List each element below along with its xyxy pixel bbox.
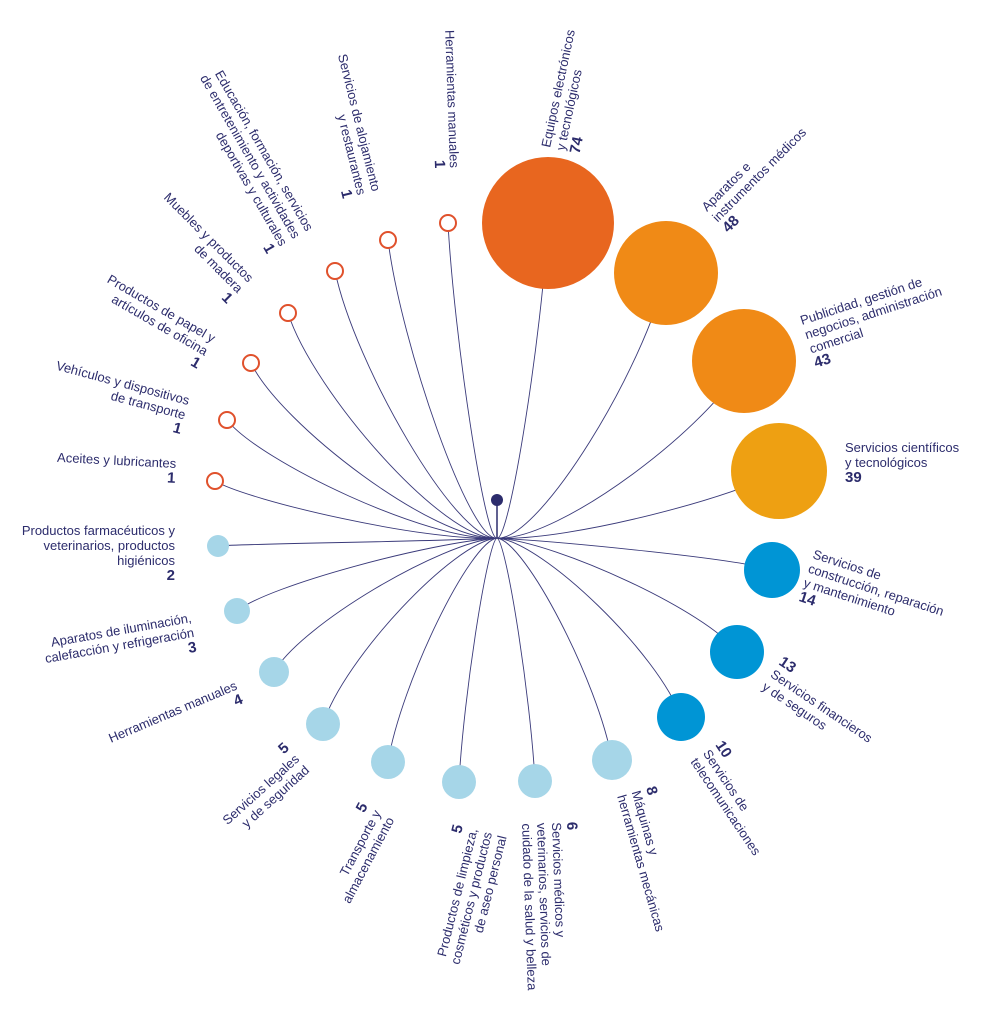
connector-line xyxy=(387,239,498,539)
value-label: 1 xyxy=(218,289,236,307)
value-label: 3 xyxy=(187,639,198,657)
value-label: 13 xyxy=(776,653,799,676)
value-label: 1 xyxy=(167,470,176,487)
bubble xyxy=(744,542,800,598)
category-label: Aceites y lubricantes xyxy=(57,450,177,471)
value-label: 1 xyxy=(188,354,204,373)
connector-line xyxy=(226,419,498,539)
category-label: higiénicos xyxy=(117,553,175,568)
bubble xyxy=(259,657,289,687)
bubble xyxy=(218,411,236,429)
value-label: 1 xyxy=(171,419,183,438)
value-label: 4 xyxy=(231,691,246,710)
value-label: 14 xyxy=(797,588,819,610)
connector-line xyxy=(447,222,498,539)
hub-dot xyxy=(491,494,503,506)
connector-line xyxy=(273,537,498,673)
bubble xyxy=(710,625,764,679)
value-label: 43 xyxy=(812,350,833,371)
category-label: cuidado de la salud y belleza xyxy=(519,823,540,991)
connector-line xyxy=(287,312,498,539)
bubble xyxy=(306,707,340,741)
category-label: de entretenimiento y actividades xyxy=(197,72,303,241)
category-label: veterinarios, productos xyxy=(43,538,175,553)
category-label: Herramientas manuales xyxy=(106,678,239,746)
category-label: Servicios médicos y xyxy=(549,822,568,938)
bubble xyxy=(207,535,229,557)
connector-line xyxy=(236,537,498,612)
bubble xyxy=(482,157,614,289)
value-label: 10 xyxy=(712,738,735,761)
bubble xyxy=(442,765,476,799)
connector-line xyxy=(322,537,498,725)
bubble xyxy=(242,354,260,372)
bubble xyxy=(224,598,250,624)
bubble xyxy=(279,304,297,322)
bubble xyxy=(614,221,718,325)
connector-line xyxy=(250,362,498,539)
connector-line xyxy=(496,537,682,718)
connector-line xyxy=(387,537,498,763)
bubble xyxy=(439,214,457,232)
connector-line xyxy=(496,537,738,653)
value-label: 1 xyxy=(431,160,448,169)
category-label: veterinarios, servicios de xyxy=(534,823,554,966)
bubble xyxy=(657,693,705,741)
connector-line xyxy=(458,537,498,783)
category-label: instrumentos médicos xyxy=(709,124,809,224)
category-label: Herramientas manuales xyxy=(442,30,462,169)
bubble xyxy=(371,745,405,779)
connector-line xyxy=(214,480,498,539)
value-label: 39 xyxy=(845,469,862,486)
value-label: 5 xyxy=(448,823,467,835)
connector-line xyxy=(496,537,773,571)
connector-line xyxy=(217,537,498,547)
bubble xyxy=(206,472,224,490)
bubble xyxy=(518,764,552,798)
bubble xyxy=(692,309,796,413)
value-label: 2 xyxy=(167,567,175,584)
category-label: Muebles y productos xyxy=(161,190,257,286)
value-label: 74 xyxy=(567,135,587,155)
connector-line xyxy=(496,537,536,782)
category-label: Servicios científicos xyxy=(845,440,960,455)
category-label: y tecnológicos xyxy=(845,455,928,470)
bubble xyxy=(592,740,632,780)
value-label: 1 xyxy=(259,241,278,257)
category-label: Productos farmacéuticos y xyxy=(22,523,176,538)
value-label: 1 xyxy=(337,188,356,200)
bubble xyxy=(326,262,344,280)
value-label: 6 xyxy=(563,822,580,831)
bubble xyxy=(379,231,397,249)
bubble-label: Aparatos de iluminación,calefacción y re… xyxy=(44,610,198,666)
connector-line xyxy=(334,270,498,539)
connector-line xyxy=(496,537,613,761)
bubble xyxy=(731,423,827,519)
